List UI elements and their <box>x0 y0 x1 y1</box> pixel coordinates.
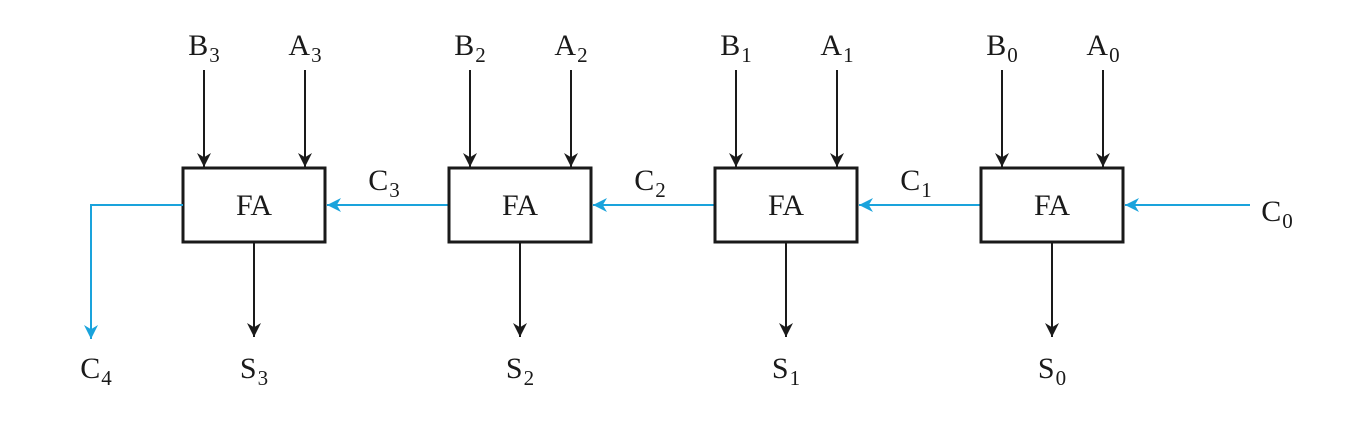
full-adder-box <box>979 166 1125 244</box>
carry-label: C2 <box>634 164 666 201</box>
input-b-label-subscript: 2 <box>475 43 486 67</box>
carry-in-label: C0 <box>1261 195 1293 232</box>
carry-label-letter: C <box>634 164 655 197</box>
sum-output-label-subscript: 3 <box>257 366 269 390</box>
input-a-label-letter: A <box>288 29 311 62</box>
carry-label-letter: C <box>900 164 921 197</box>
input-b-label: B1 <box>720 29 752 66</box>
carry-label-letter: C <box>368 164 389 197</box>
input-b-label-letter: B <box>454 29 475 62</box>
full-adder-label: FA <box>767 189 805 222</box>
carry-label-subscript: 1 <box>921 178 932 202</box>
sum-output-label: S2 <box>505 352 534 389</box>
full-adder-label: FA <box>235 189 273 222</box>
carry-in-label-subscript: 0 <box>1282 209 1293 233</box>
carry-out-label-subscript: 4 <box>101 366 112 390</box>
carry-label: C3 <box>368 164 400 201</box>
sum-output-label-letter: S <box>239 352 257 385</box>
input-b-label: B0 <box>986 29 1018 66</box>
input-b-label-letter: B <box>986 29 1007 62</box>
input-b-label-letter: B <box>188 29 209 62</box>
full-adder-box <box>713 166 859 244</box>
input-a-label-subscript: 3 <box>311 43 322 67</box>
sum-output-label-letter: S <box>505 352 523 385</box>
full-adder-label: FA <box>1033 189 1071 222</box>
carry-out-arrow <box>84 204 183 339</box>
input-b-label-letter: B <box>720 29 741 62</box>
input-b-label-subscript: 1 <box>741 43 752 67</box>
sum-output-label: S1 <box>771 352 800 389</box>
carry-label-subscript: 3 <box>389 178 400 202</box>
input-a-label: A1 <box>820 29 853 66</box>
sum-output-label-subscript: 0 <box>1055 366 1067 390</box>
carry-label-subscript: 2 <box>655 178 666 202</box>
sum-output-label-subscript: 1 <box>789 366 801 390</box>
input-b-label: B3 <box>188 29 220 66</box>
input-a-label: A2 <box>554 29 587 66</box>
carry-in-label-letter: C <box>1261 195 1282 228</box>
input-a-label-subscript: 0 <box>1109 43 1120 67</box>
input-a-label-letter: A <box>820 29 843 62</box>
sum-output-label-subscript: 2 <box>523 366 535 390</box>
input-a-label-letter: A <box>1086 29 1109 62</box>
input-a-label: A3 <box>288 29 321 66</box>
input-b-label-subscript: 0 <box>1007 43 1018 67</box>
input-b-label: B2 <box>454 29 486 66</box>
carry-out-label: C4 <box>80 352 112 389</box>
full-adder-label: FA <box>501 189 539 222</box>
input-a-label-subscript: 1 <box>843 43 854 67</box>
sum-output-label-letter: S <box>1037 352 1055 385</box>
carry-label: C1 <box>900 164 932 201</box>
input-a-label-subscript: 2 <box>577 43 588 67</box>
input-a-label: A0 <box>1086 29 1119 66</box>
sum-output-label-letter: S <box>771 352 789 385</box>
input-b-label-subscript: 3 <box>209 43 220 67</box>
sum-output-label: S3 <box>239 352 268 389</box>
input-a-label-letter: A <box>554 29 577 62</box>
carry-out-label-letter: C <box>80 352 101 385</box>
sum-output-label: S0 <box>1037 352 1066 389</box>
